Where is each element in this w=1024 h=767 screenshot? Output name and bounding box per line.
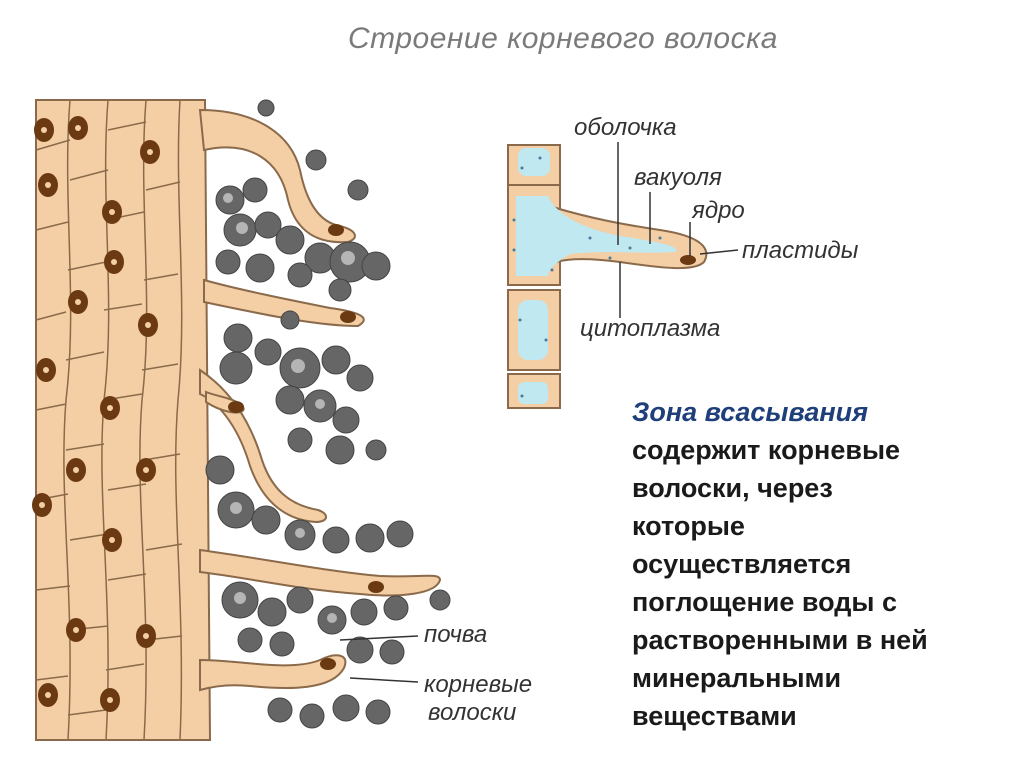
description-line: волоски, через	[632, 473, 833, 503]
label-membrane: оболочка	[574, 114, 677, 141]
nucleus-icon	[680, 255, 696, 265]
page-title: Строение корневого волоска	[348, 22, 778, 55]
description-line: веществами	[632, 701, 797, 731]
description-line: содержит корневые	[632, 435, 901, 465]
label-cytoplasm: цитоплазма	[580, 315, 720, 342]
soil-particles	[205, 99, 451, 729]
cell-inset	[507, 142, 739, 409]
vacuole-icon	[516, 148, 677, 404]
label-plastids: пластиды	[742, 237, 859, 264]
label-root-hairs-1: корневые	[424, 671, 532, 698]
nucleus-icon	[32, 116, 160, 712]
label-vacuole: вакуоля	[634, 164, 722, 191]
label-nucleus: ядро	[691, 197, 745, 224]
description-line: которые	[632, 511, 745, 541]
label-root-hairs-2: волоски	[428, 699, 516, 726]
description: Зона всасывания содержит корневые волоск…	[632, 393, 1022, 735]
description-line: осуществляется	[632, 549, 852, 579]
label-soil: почва	[424, 621, 487, 648]
description-line: поглощение воды с	[632, 587, 897, 617]
root-tissue	[32, 99, 451, 741]
description-line: минеральными	[632, 663, 842, 693]
description-highlight: Зона всасывания	[632, 397, 869, 427]
description-line: растворенными в ней	[632, 625, 928, 655]
